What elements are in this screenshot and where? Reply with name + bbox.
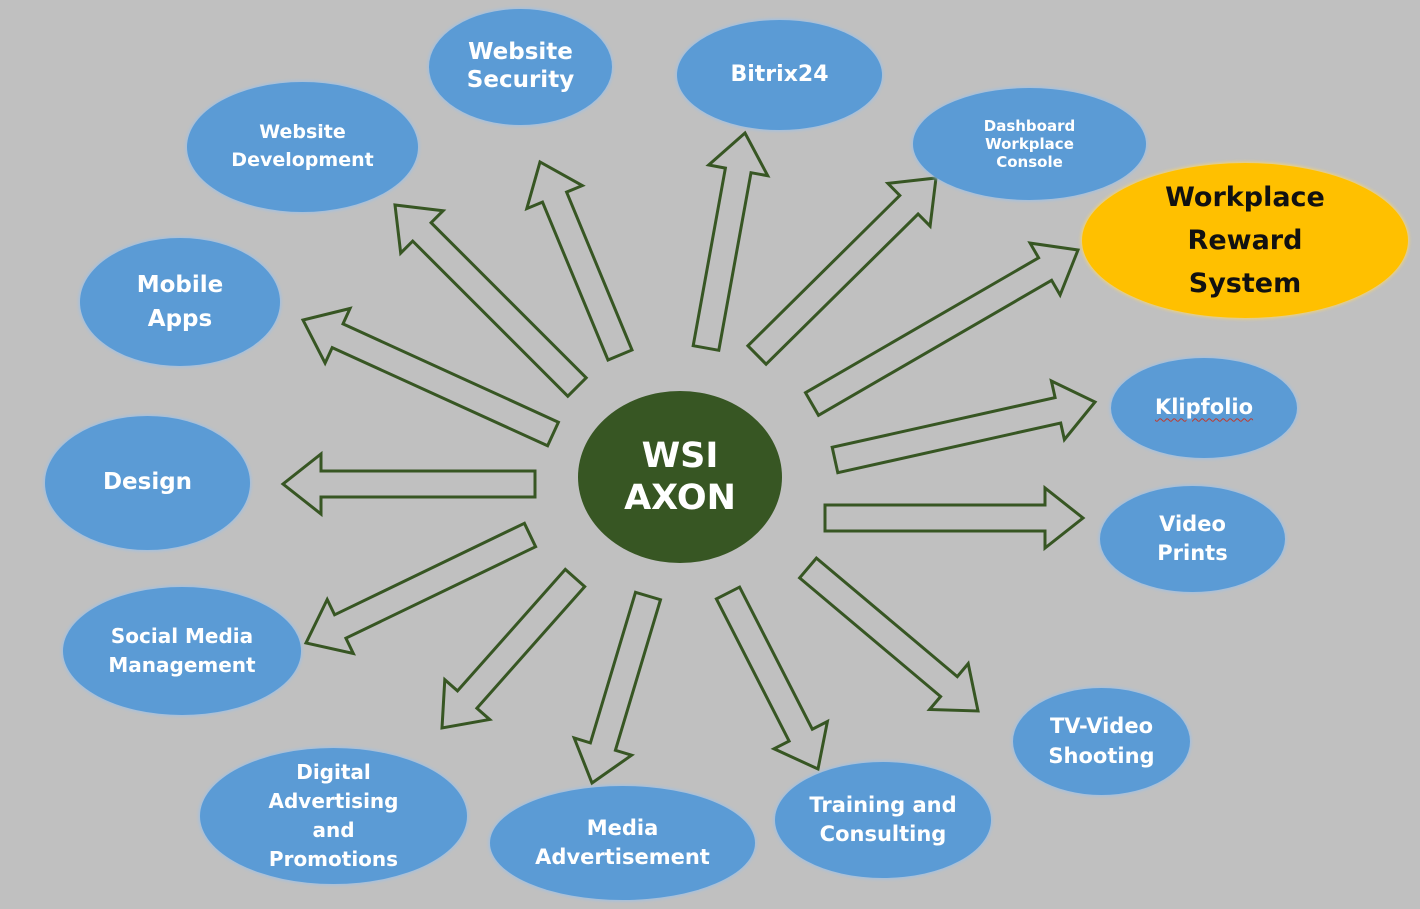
arrow-to-website-security xyxy=(524,159,634,362)
node-label-line: Management xyxy=(108,653,256,677)
arrow-to-dashboard-workplace-console xyxy=(745,176,938,367)
node-dashboard-workplace-console: Dashboard Workplace Console xyxy=(913,88,1146,200)
node-label-line: Prints xyxy=(1157,541,1228,565)
node-label-line: Reward xyxy=(1187,224,1303,256)
node-label-line: Advertising xyxy=(268,789,399,813)
node-label-line: Bitrix24 xyxy=(730,61,829,87)
arrow-to-media-advertisement xyxy=(571,590,663,786)
node-label-line: Consulting xyxy=(819,822,947,846)
node-video-prints: Video Prints xyxy=(1100,486,1285,592)
node-label-line: Promotions xyxy=(268,847,399,871)
node-label-line: Training and xyxy=(809,792,957,817)
node-label-line: Media xyxy=(586,815,659,840)
node-label-line: Workplace xyxy=(1165,181,1325,213)
node-mobile-apps: Mobile Apps xyxy=(80,238,280,366)
arrow-to-training-consulting xyxy=(714,585,830,772)
hub-node: WSI AXON xyxy=(578,391,782,563)
node-label-line: Digital xyxy=(296,760,371,784)
arrow-to-tv-video-shooting xyxy=(797,555,980,713)
node-media-advertisement: Media Advertisement xyxy=(490,786,755,900)
node-label-line: Website xyxy=(259,121,346,144)
node-label-line: System xyxy=(1188,268,1302,300)
arrow-to-website-development xyxy=(393,203,589,399)
node-label-line: Console xyxy=(996,153,1063,171)
node-bitrix24: Bitrix24 xyxy=(677,20,882,130)
node-label-line: Klipfolio xyxy=(1154,395,1254,420)
node-label-line: Website xyxy=(468,39,573,66)
node-label-line: Dashboard xyxy=(983,117,1076,135)
node-label-line: and xyxy=(312,818,355,842)
node-label-line: Mobile xyxy=(136,271,224,298)
node-tv-video-shooting: TV-Video Shooting xyxy=(1013,688,1190,795)
node-klipfolio: Klipfolio xyxy=(1111,358,1297,458)
arrow-to-video-prints xyxy=(823,484,1086,552)
node-label-line: Shooting xyxy=(1048,743,1155,768)
arrow-to-mobile-apps xyxy=(300,306,561,448)
node-label-line: Design xyxy=(102,469,193,496)
node-website-development: Website Development xyxy=(187,82,418,212)
arrow-to-workplace-reward-system xyxy=(803,241,1081,418)
node-label-line: Advertisement xyxy=(535,845,710,869)
arrow-to-social-media-management xyxy=(303,521,538,656)
node-label-line: Development xyxy=(231,149,374,171)
node-workplace-reward-system: Workplace Reward System xyxy=(1082,163,1408,318)
node-label-line: TV-Video xyxy=(1049,714,1154,739)
arrow-to-design xyxy=(280,450,537,518)
arrow-to-klipfolio xyxy=(830,378,1098,475)
node-website-security: Website Security xyxy=(429,9,612,125)
node-label-line: Social Media xyxy=(110,624,254,648)
arrow-to-digital-advertising xyxy=(440,567,587,730)
node-label-line: Video xyxy=(1159,511,1226,536)
node-design: Design xyxy=(45,416,250,550)
hub-label-line-1: WSI xyxy=(641,436,719,476)
node-social-media-management: Social Media Management xyxy=(63,587,301,715)
hub-label-line-2: AXON xyxy=(624,478,736,518)
node-training-consulting: Training and Consulting xyxy=(775,762,991,878)
node-label-line: Security xyxy=(466,67,575,93)
arrow-to-bitrix24 xyxy=(691,130,771,353)
node-label-line: Workplace xyxy=(985,135,1074,153)
node-digital-advertising: Digital Advertising and Promotions xyxy=(200,748,467,884)
node-label-line: Apps xyxy=(147,306,213,332)
